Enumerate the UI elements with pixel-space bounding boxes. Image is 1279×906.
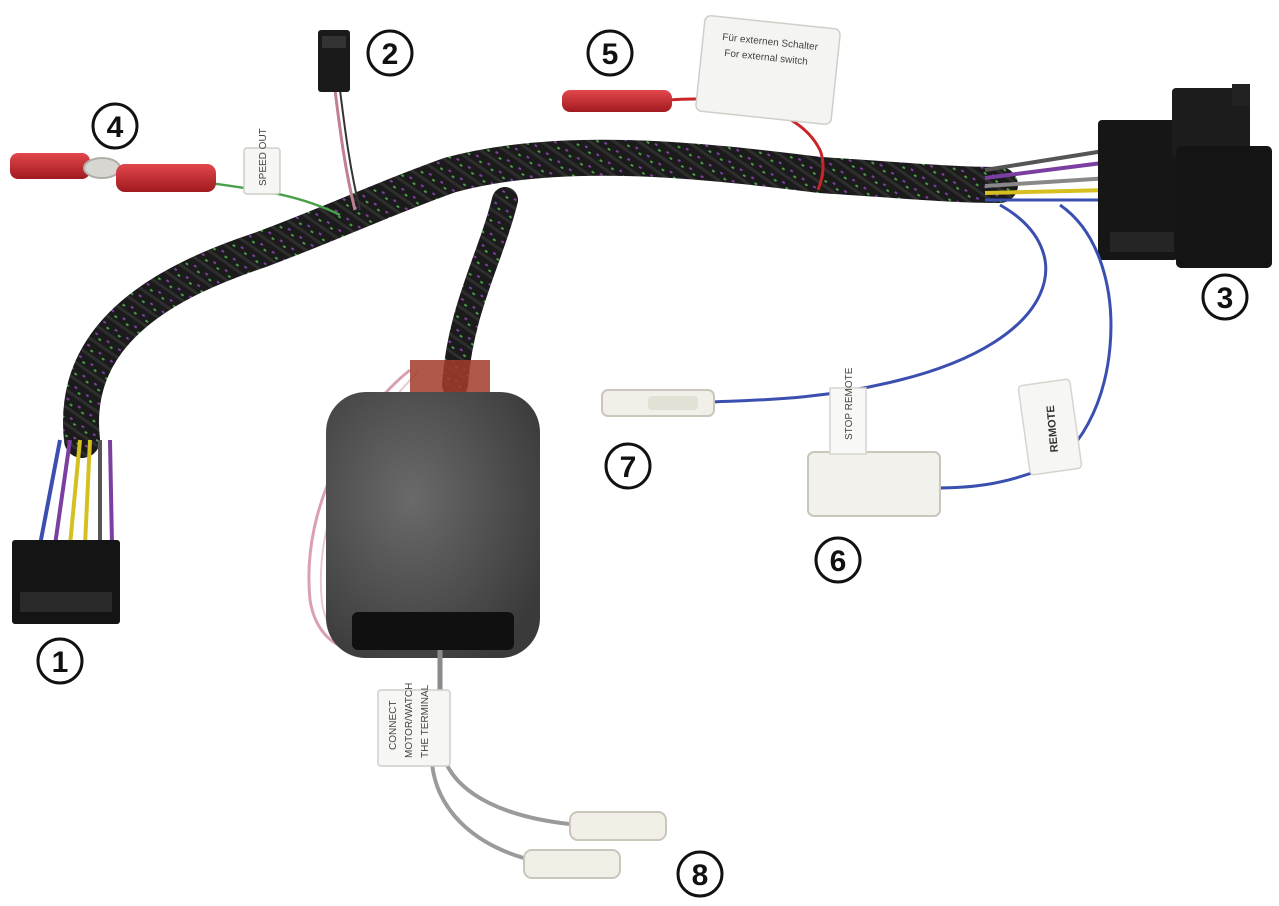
svg-text:1: 1 [52,646,69,679]
iso-connector [1098,84,1272,268]
svg-text:7: 7 [620,451,637,484]
connect-tag-line1: CONNECT [388,701,399,750]
stop-remote-tag: STOP REMOTE [844,367,855,440]
callout-7: 7 [604,442,652,490]
red-terminals-4: SPEED OUT [10,128,341,217]
callout-2: 2 [366,29,414,77]
braided-harness [63,139,1018,458]
connect-tag-line3: THE TERMINAL [420,684,431,758]
svg-text:3: 3 [1217,282,1234,315]
svg-text:5: 5 [602,38,619,71]
callouts: 1 2 3 4 5 6 7 8 [36,29,1249,898]
wire-bundle-3 [984,148,1111,202]
connector-2 [318,30,361,211]
callout-1: 1 [36,637,84,685]
svg-text:8: 8 [692,859,709,892]
foam-module [307,360,540,658]
remote-tag-text: REMOTE [1045,405,1061,453]
svg-text:2: 2 [382,38,399,71]
callout-6: 6 [814,536,862,584]
grey-terminals-8: CONNECT MOTOR/WATCH THE TERMINAL [377,650,667,879]
spade-terminal-7 [601,389,715,417]
connector-1 [12,439,120,624]
callout-4: 4 [91,102,139,150]
callout-8: 8 [676,850,724,898]
connector-block-6: STOP REMOTE [807,367,941,517]
red-terminal-5: Für externen Schalter For external switc… [562,14,841,191]
connect-tag-line2: MOTOR/WATCH [404,683,415,758]
speed-out-tag: SPEED OUT [258,128,269,186]
svg-text:6: 6 [830,545,847,578]
callout-5: 5 [586,29,634,77]
svg-text:4: 4 [107,111,124,144]
remote-tag: REMOTE [1017,378,1083,476]
callout-3: 3 [1201,273,1249,321]
